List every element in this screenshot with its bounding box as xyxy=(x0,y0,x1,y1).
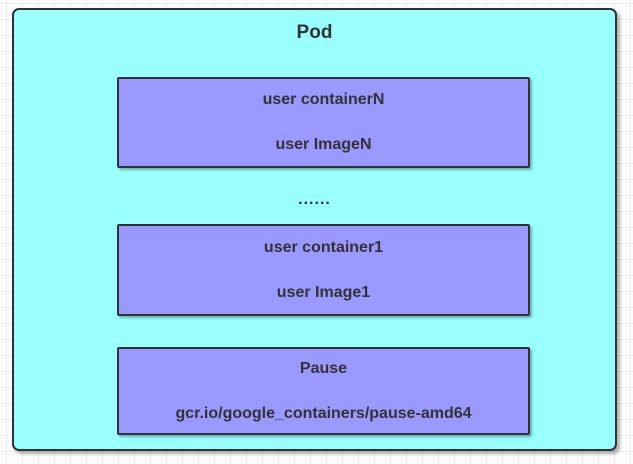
pause-container-box: Pause gcr.io/google_containers/pause-amd… xyxy=(117,347,530,435)
container-n-name: user containerN xyxy=(262,91,385,108)
pod-title: Pod xyxy=(296,22,333,43)
ellipsis-text: ...... xyxy=(298,191,331,208)
container-1-name: user container1 xyxy=(263,238,384,256)
container-box-1: user container1 user Image1 xyxy=(117,224,530,316)
pause-container-name: Pause xyxy=(299,359,348,377)
container-box-n: user containerN user ImageN xyxy=(117,77,530,168)
container-n-image: user ImageN xyxy=(275,136,372,153)
pod-box: Pod user containerN user ImageN ...... u… xyxy=(12,8,617,451)
pause-container-image: gcr.io/google_containers/pause-amd64 xyxy=(175,404,472,422)
container-1-image: user Image1 xyxy=(276,283,371,301)
